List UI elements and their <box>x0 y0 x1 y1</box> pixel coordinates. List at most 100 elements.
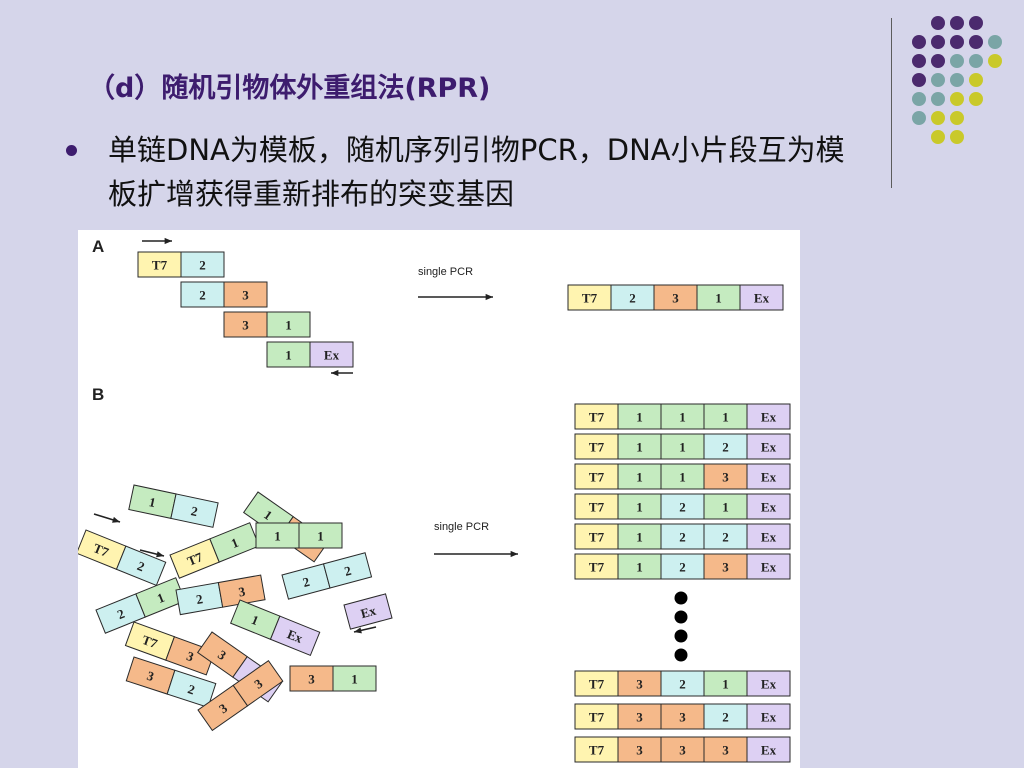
single-pcr-label-a: single PCR <box>418 266 473 278</box>
segment-1 <box>298 522 343 549</box>
segment-label: 1 <box>722 677 729 692</box>
decorative-dot <box>969 16 983 30</box>
panel-b-product: T7 1 2 2 Ex <box>574 523 791 550</box>
segment-label: Ex <box>761 530 777 545</box>
segment-label: T7 <box>589 470 605 485</box>
segment-2 <box>660 553 705 580</box>
segment-label: 2 <box>199 258 206 273</box>
segment-3 <box>660 703 705 730</box>
segment-label: Ex <box>761 470 777 485</box>
bullet-icon <box>66 145 77 156</box>
segment-label: 1 <box>249 612 261 628</box>
segment-1 <box>209 522 260 563</box>
segment-label: 3 <box>185 648 197 664</box>
segment-label: Ex <box>761 410 777 425</box>
segment-1 <box>703 670 748 697</box>
segment-1 <box>703 493 748 520</box>
segment-label: 1 <box>636 440 643 455</box>
segment-3 <box>165 636 216 676</box>
segment-3 <box>703 463 748 490</box>
segment-label: 3 <box>679 710 686 725</box>
segment-label: 1 <box>722 410 729 425</box>
segment-3 <box>617 670 662 697</box>
segment-label: T7 <box>589 560 605 575</box>
segment-Ex <box>746 703 791 730</box>
segment-2 <box>115 545 167 587</box>
panel-b-fragment: 33 <box>197 659 284 732</box>
decorative-dot-grid <box>912 16 1002 144</box>
primer-arrow-forward <box>142 237 172 245</box>
decorative-dot <box>969 54 983 68</box>
segment-label: T7 <box>582 291 598 306</box>
segment-2 <box>322 552 373 589</box>
segment-label: 1 <box>722 500 729 515</box>
segment-label: 1 <box>317 529 324 544</box>
decorative-dot <box>912 111 926 125</box>
segment-label: 3 <box>672 291 679 306</box>
segment-3 <box>289 665 334 692</box>
segment-label: 2 <box>115 606 127 622</box>
segment-label: 3 <box>722 470 729 485</box>
segment-label: 2 <box>301 574 311 590</box>
single-pcr-arrow-a <box>418 293 493 301</box>
panel-b-fragment: T73 <box>124 621 216 676</box>
segment-label: 2 <box>679 530 686 545</box>
divider-line <box>891 18 892 188</box>
segment-label: 1 <box>636 410 643 425</box>
segment-Ex <box>739 284 784 311</box>
panel-a-label: A <box>92 237 104 256</box>
segment-2 <box>166 669 217 708</box>
decorative-dot <box>931 111 945 125</box>
segment-label: Ex <box>761 440 777 455</box>
segment-Ex <box>746 553 791 580</box>
decorative-dot <box>988 54 1002 68</box>
segment-label: T7 <box>589 530 605 545</box>
segment-label: T7 <box>185 549 205 569</box>
primer-arrow-reverse <box>331 369 353 377</box>
segment-label: 2 <box>722 530 729 545</box>
segment-label: 1 <box>636 530 643 545</box>
segment-label: T7 <box>589 743 605 758</box>
segment-label: 3 <box>636 710 643 725</box>
segment-label: Ex <box>761 743 777 758</box>
segment-label: 1 <box>351 672 358 687</box>
ellipsis-dot <box>674 610 688 624</box>
segment-label: 3 <box>242 318 249 333</box>
decorative-dot <box>969 92 983 106</box>
decorative-dot <box>912 92 926 106</box>
segment-label: Ex <box>359 603 378 622</box>
decorative-dot <box>969 35 983 49</box>
segment-Ex <box>746 523 791 550</box>
decorative-dot <box>931 16 945 30</box>
decorative-dot <box>931 92 945 106</box>
decorative-dot <box>912 54 926 68</box>
segment-label: T7 <box>589 440 605 455</box>
slide-title: （d）随机引物体外重组法(RPR) <box>88 73 491 104</box>
decorative-dot <box>950 54 964 68</box>
segment-1 <box>332 665 377 692</box>
segment-label: 2 <box>679 560 686 575</box>
segment-1 <box>703 403 748 430</box>
segment-label: 1 <box>636 500 643 515</box>
segment-T7 <box>574 703 619 730</box>
panel-b-fragment: T71 <box>169 522 260 579</box>
segment-label: 2 <box>199 288 206 303</box>
decorative-dot <box>950 35 964 49</box>
segment-label: 1 <box>155 590 167 606</box>
segment-2 <box>703 433 748 460</box>
segment-label: Ex <box>761 560 777 575</box>
segment-3 <box>617 703 662 730</box>
decorative-dot <box>950 16 964 30</box>
segment-label: T7 <box>91 540 111 560</box>
